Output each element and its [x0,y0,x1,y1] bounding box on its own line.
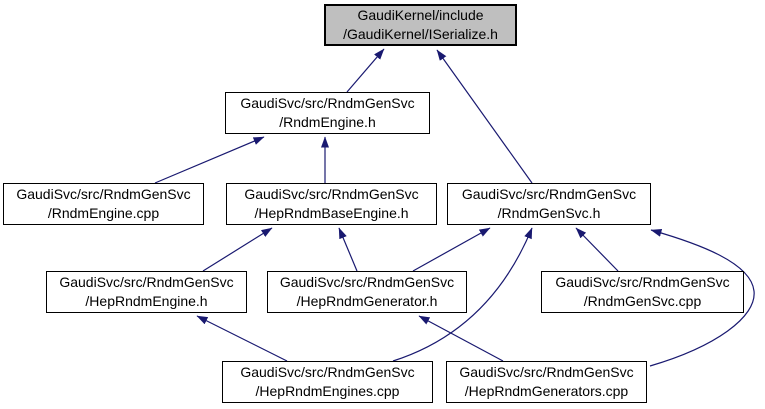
node-rndmgensvc-h[interactable]: GaudiSvc/src/RndmGenSvc /RndmGenSvc.h [447,183,651,225]
edge-rndmgensvc_cpp-to-rndmgensvc_h [575,227,619,272]
edge-heprndmengine_h-to-heprndmbaseengine_h [202,227,273,272]
node-label-line1: GaudiSvc/src/RndmGenSvc [59,274,234,290]
node-heprndmbaseengine-h[interactable]: GaudiSvc/src/RndmGenSvc /HepRndmBaseEngi… [226,183,437,225]
node-heprndmengines-cpp[interactable]: GaudiSvc/src/RndmGenSvc /HepRndmEngines.… [222,361,433,403]
node-label-line1: GaudiSvc/src/RndmGenSvc [555,274,730,290]
node-label-line2: /HepRndmGenerators.cpp [464,383,629,399]
edge-heprndmgenerators_cpp-to-rndmgensvc_h [649,229,755,367]
node-rndmgensvc-cpp[interactable]: GaudiSvc/src/RndmGenSvc /RndmGenSvc.cpp [541,271,744,313]
node-label-line2: /RndmEngine.cpp [47,205,160,221]
node-label-line2: /RndmEngine.h [279,114,376,130]
edge-heprndmgenerator_h-to-heprndmbaseengine_h [338,227,358,272]
node-label-line1: GaudiSvc/src/RndmGenSvc [240,95,415,111]
node-label-line1: GaudiSvc/src/RndmGenSvc [459,364,634,380]
node-heprndmengine-h[interactable]: GaudiSvc/src/RndmGenSvc /HepRndmEngine.h [46,271,247,313]
node-label-line2: /HepRndmEngine.h [85,293,208,309]
edge-rndmengine_cpp-to-rndmengine_h [154,136,265,184]
edge-rndmgensvc_h-to-iserialize_h [436,49,533,184]
node-rndmengine-h[interactable]: GaudiSvc/src/RndmGenSvc /RndmEngine.h [225,92,430,134]
node-label-line1: GaudiSvc/src/RndmGenSvc [461,186,637,202]
edge-rndmengine_h-to-iserialize_h [346,48,385,93]
node-label-line2: /HepRndmEngines.cpp [255,383,400,399]
node-label-line2: /HepRndmBaseEngine.h [254,205,409,221]
node-heprndmgenerators-cpp[interactable]: GaudiSvc/src/RndmGenSvc /HepRndmGenerato… [446,361,647,403]
node-label-line1: GaudiSvc/src/RndmGenSvc [16,186,191,202]
node-label-line2: /RndmGenSvc.h [497,205,601,221]
node-label-line2: /HepRndmGenerator.h [296,293,438,309]
node-label-line1: GaudiSvc/src/RndmGenSvc [279,274,455,290]
edge-heprndmengines_cpp-to-rndmgensvc_h [392,227,533,362]
node-label-line2: /GaudiKernel/ISerialize.h [343,26,498,42]
edge-heprndmengines_cpp-to-heprndmengine_h [196,315,288,362]
node-label-line1: GaudiSvc/src/RndmGenSvc [244,186,419,202]
edge-heprndmgenerators_cpp-to-heprndmgenerator_h [418,315,504,362]
node-rndmengine-cpp[interactable]: GaudiSvc/src/RndmGenSvc /RndmEngine.cpp [3,183,204,225]
node-label-line1: GaudiSvc/src/RndmGenSvc [240,364,415,380]
node-label-line2: /RndmGenSvc.cpp [583,293,702,309]
node-iserialize-h: GaudiKernel/include /GaudiKernel/ISerial… [324,4,517,46]
edge-heprndmgenerator_h-to-rndmgensvc_h [412,227,491,272]
node-heprndmgenerator-h[interactable]: GaudiSvc/src/RndmGenSvc /HepRndmGenerato… [267,271,467,313]
node-label-line1: GaudiKernel/include [357,7,484,23]
